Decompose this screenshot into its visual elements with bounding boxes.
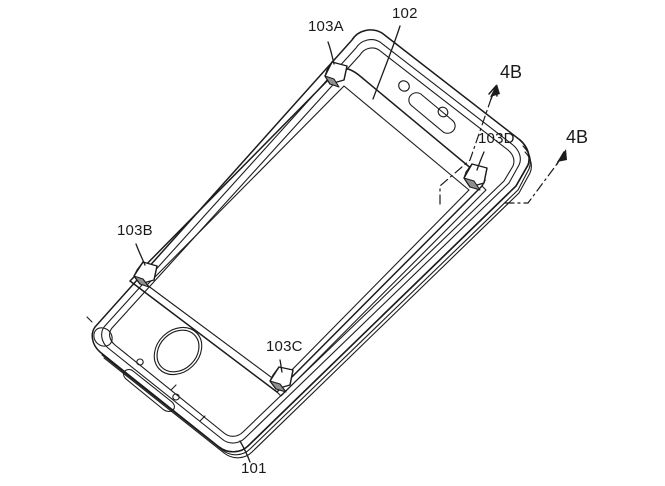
label-4b-lower: 4B: [566, 127, 588, 147]
corner-clip-103d: [463, 163, 488, 191]
label-103c: 103C: [266, 338, 303, 355]
section-line-upper: [439, 98, 492, 205]
bottom-edge-features: [86, 316, 180, 413]
phone-housing: [91, 29, 532, 459]
cover-glass-thickness: [276, 185, 487, 397]
home-button: [153, 326, 203, 376]
corner-clip-103a: [324, 61, 348, 88]
microphone-hole-lower: [172, 393, 180, 401]
label-103a: 103A: [308, 18, 344, 35]
leader-101: [239, 440, 251, 463]
leader-103a: [327, 41, 335, 65]
headphone-jack: [86, 316, 113, 347]
proximity-sensor-hole: [437, 106, 449, 118]
antenna-band-line-right: [199, 415, 206, 422]
section-indicator-upper: [439, 84, 500, 205]
housing-side-wall-edge-2: [101, 145, 531, 456]
corner-clip-103c: [269, 366, 294, 393]
front-camera-hole: [398, 80, 410, 92]
housing-inner-bezel: [101, 39, 521, 444]
cover-glass-102: [129, 67, 487, 397]
label-103d: 103D: [478, 130, 515, 147]
leader-103c: [279, 359, 283, 373]
housing-outer-outline: [91, 29, 530, 453]
section-line-lower: [504, 163, 558, 204]
label-102: 102: [392, 5, 418, 22]
display-active-area: [146, 85, 470, 384]
leader-102: [372, 25, 401, 100]
label-4b-upper: 4B: [500, 62, 522, 82]
housing-bottom-edge: [91, 326, 101, 353]
microphone-hole-upper: [136, 358, 144, 366]
cover-glass-outline: [129, 67, 486, 393]
earpiece-speaker-slot: [408, 92, 456, 134]
speaker-grille: [123, 368, 175, 413]
corner-clip-103b: [133, 261, 158, 288]
housing-inner-bezel-2: [109, 47, 515, 437]
leader-lines: [135, 25, 485, 463]
label-103b: 103B: [117, 222, 153, 239]
leader-103b: [135, 243, 146, 266]
label-101: 101: [241, 460, 267, 477]
leader-103d: [476, 151, 485, 171]
antenna-band-line-left: [170, 384, 177, 391]
housing-side-wall-right: [218, 139, 530, 453]
section-indicator-lower: [504, 149, 567, 204]
